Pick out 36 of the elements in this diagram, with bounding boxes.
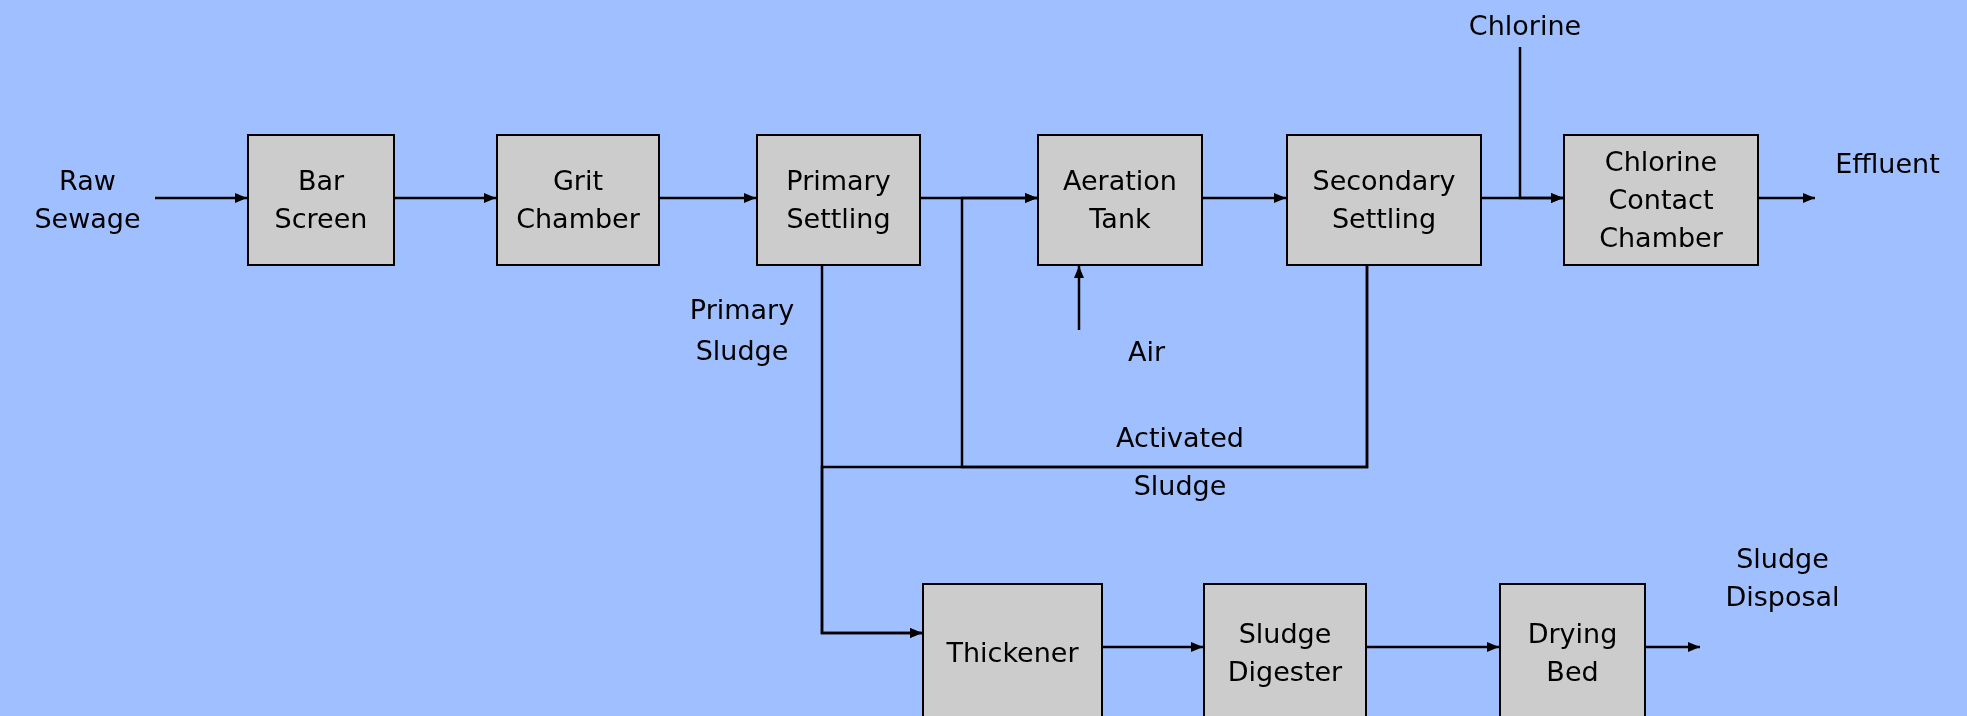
stream-label: Chlorine — [1468, 9, 1582, 44]
process-box — [1563, 134, 1759, 266]
process-label: Secondary Settling — [1311, 164, 1457, 236]
stream-label: Air — [1127, 335, 1165, 370]
stream-label: Raw Sewage — [33, 164, 142, 236]
process-label: Primary Settling — [785, 164, 892, 236]
process-box — [496, 134, 660, 266]
flow-arrow — [1518, 47, 1563, 203]
process-label: Aeration Tank — [1062, 164, 1178, 236]
process-box — [1037, 134, 1203, 266]
process-box — [922, 583, 1103, 716]
process-box — [247, 134, 395, 266]
flow-arrow — [1203, 193, 1286, 203]
edge-label: Primary Sludge — [688, 293, 796, 368]
process-box — [1286, 134, 1482, 266]
process-box — [1203, 583, 1367, 716]
flow-arrow — [1074, 266, 1084, 330]
flow-arrow — [1103, 642, 1203, 652]
stream-label: Sludge Disposal — [1724, 542, 1841, 614]
flow-arrow — [155, 193, 247, 203]
flow-arrow — [395, 193, 496, 203]
flow-arrow — [1367, 642, 1499, 652]
edge-label: Activated Sludge — [1115, 421, 1245, 503]
process-label: Chlorine Contact Chamber — [1598, 145, 1724, 255]
process-box — [1499, 583, 1646, 716]
process-label: Drying Bed — [1526, 617, 1619, 689]
flow-arrow — [1759, 193, 1815, 203]
stream-label: Effluent — [1835, 147, 1940, 181]
process-label: Sludge Digester — [1226, 617, 1344, 689]
flow-arrow — [1646, 642, 1700, 652]
process-label: Bar Screen — [273, 164, 369, 236]
flow-arrow — [660, 193, 756, 203]
flow-arrow — [820, 266, 1369, 638]
process-label: Grit Chamber — [515, 164, 641, 236]
process-box — [756, 134, 921, 266]
process-label: Thickener — [945, 636, 1080, 671]
